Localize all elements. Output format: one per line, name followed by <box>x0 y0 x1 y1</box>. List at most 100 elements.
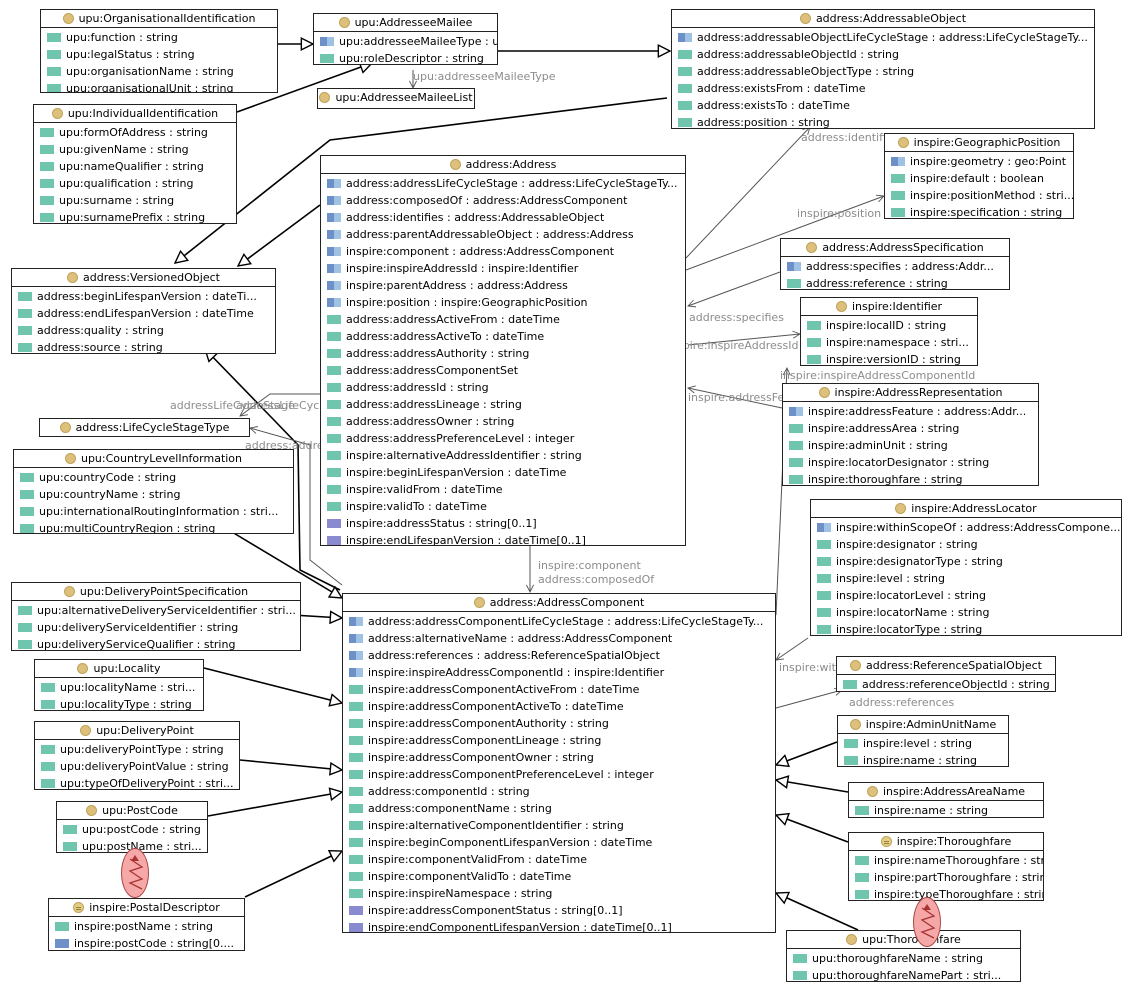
attribute[interactable]: upu:surnamePrefix : string <box>34 209 236 223</box>
attribute[interactable]: inspire:beginLifespanVersion : dateTime <box>321 464 685 481</box>
attribute[interactable]: upu:thoroughfareNamePart : stri... <box>787 967 1020 981</box>
class-addressee-mailee[interactable]: upu:AddresseeMailee upu:addresseeMaileeT… <box>313 13 498 65</box>
attribute[interactable]: address:alternativeName : address:Addres… <box>343 630 775 647</box>
attribute[interactable]: upu:deliveryPointType : string <box>35 741 239 758</box>
attribute[interactable]: inspire:componentValidTo : dateTime <box>343 868 775 885</box>
attribute[interactable]: address:position : string <box>672 114 1094 128</box>
attribute[interactable]: address:addressId : string <box>321 379 685 396</box>
attribute[interactable]: address:addressActiveTo : dateTime <box>321 328 685 345</box>
attribute[interactable]: inspire:nameThoroughfare : stri... <box>849 852 1043 869</box>
class-identifier[interactable]: inspire:Identifier inspire:localID : str… <box>800 297 978 366</box>
attribute[interactable]: inspire:inspireAddressComponentId : insp… <box>343 664 775 681</box>
attribute[interactable]: inspire:addressFeature : address:Addr... <box>783 403 1038 420</box>
class-address-specification[interactable]: address:AddressSpecification address:spe… <box>780 238 1010 290</box>
attribute[interactable]: inspire:name : string <box>849 802 1043 817</box>
attribute[interactable]: inspire:addressStatus : string[0..1] <box>321 515 685 532</box>
attribute[interactable]: inspire:addressComponentAuthority : stri… <box>343 715 775 732</box>
attribute[interactable]: inspire:default : boolean <box>885 170 1073 187</box>
attribute[interactable]: inspire:inspireNamespace : string <box>343 885 775 902</box>
attribute[interactable]: inspire:addressArea : string <box>783 420 1038 437</box>
class-addressable-object[interactable]: address:AddressableObject address:addres… <box>671 9 1095 129</box>
attribute[interactable]: inspire:thoroughfare : string <box>783 471 1038 485</box>
attribute[interactable]: inspire:componentValidFrom : dateTime <box>343 851 775 868</box>
class-address-representation[interactable]: inspire:AddressRepresentation inspire:ad… <box>782 383 1039 486</box>
attribute[interactable]: address:addressableObjectId : string <box>672 46 1094 63</box>
attribute[interactable]: inspire:namespace : stri... <box>801 334 977 351</box>
attribute[interactable]: upu:deliveryPointValue : string <box>35 758 239 775</box>
attribute[interactable]: address:addressComponentSet <box>321 362 685 379</box>
attribute[interactable]: upu:addresseeMaileeType : upu:AddresseeM… <box>314 33 497 50</box>
class-geographic-position[interactable]: inspire:GeographicPosition inspire:geome… <box>884 133 1074 219</box>
attribute[interactable]: upu:thoroughfareName : string <box>787 950 1020 967</box>
attribute[interactable]: address:endLifespanVersion : dateTime <box>12 305 275 322</box>
class-delivery-point-specification[interactable]: upu:DeliveryPointSpecification upu:alter… <box>11 582 301 651</box>
attribute[interactable]: address:addressLifeCycleStage : address:… <box>321 175 685 192</box>
attribute[interactable]: address:addressableObjectType : string <box>672 63 1094 80</box>
attribute[interactable]: upu:legalStatus : string <box>41 46 277 63</box>
attribute[interactable]: inspire:addressComponentLineage : string <box>343 732 775 749</box>
attribute[interactable]: upu:postName : stri... <box>57 838 207 852</box>
attribute[interactable]: inspire:specification : string <box>885 204 1073 218</box>
attribute[interactable]: address:addressOwner : string <box>321 413 685 430</box>
attribute[interactable]: inspire:typeThoroughfare : string <box>849 886 1043 900</box>
attribute[interactable]: inspire:validFrom : dateTime <box>321 481 685 498</box>
attribute[interactable]: inspire:beginComponentLifespanVersion : … <box>343 834 775 851</box>
attribute[interactable]: upu:roleDescriptor : string <box>314 50 497 64</box>
attribute[interactable]: inspire:endLifespanVersion : dateTime[0.… <box>321 532 685 545</box>
attribute[interactable]: inspire:locatorLevel : string <box>811 587 1121 604</box>
attribute[interactable]: inspire:withinScopeOf : address:AddressC… <box>811 519 1121 536</box>
attribute[interactable]: address:referenceObjectId : string <box>837 676 1055 691</box>
attribute[interactable]: inspire:addressComponentStatus : string[… <box>343 902 775 919</box>
attribute[interactable]: upu:qualification : string <box>34 175 236 192</box>
class-versioned-object[interactable]: address:VersionedObject address:beginLif… <box>11 268 276 354</box>
attribute[interactable]: inspire:alternativeAddressIdentifier : s… <box>321 447 685 464</box>
attribute[interactable]: inspire:addressComponentPreferenceLevel … <box>343 766 775 783</box>
attribute[interactable]: upu:givenName : string <box>34 141 236 158</box>
class-delivery-point[interactable]: upu:DeliveryPoint upu:deliveryPointType … <box>34 721 240 790</box>
attribute[interactable]: inspire:endComponentLifespanVersion : da… <box>343 919 775 932</box>
attribute[interactable]: inspire:addressComponentActiveTo : dateT… <box>343 698 775 715</box>
class-inspire-thoroughfare[interactable]: inspire:Thoroughfare inspire:nameThoroug… <box>848 832 1044 901</box>
class-individual-identification[interactable]: upu:IndividualIdentification upu:formOfA… <box>33 104 237 224</box>
class-postal-descriptor[interactable]: inspire:PostalDescriptor inspire:postNam… <box>48 898 245 951</box>
attribute[interactable]: address:existsTo : dateTime <box>672 97 1094 114</box>
class-addressee-mailee-list[interactable]: upu:AddresseeMaileeList <box>317 88 475 109</box>
class-post-code[interactable]: upu:PostCode upu:postCode : string upu:p… <box>56 801 208 853</box>
class-lifecycle-stage-type[interactable]: address:LifeCycleStageType <box>39 418 250 437</box>
attribute[interactable]: upu:countryCode : string <box>14 469 293 486</box>
attribute[interactable]: inspire:locatorDesignator : string <box>783 454 1038 471</box>
attribute[interactable]: inspire:level : string <box>838 735 1008 752</box>
attribute[interactable]: upu:nameQualifier : string <box>34 158 236 175</box>
attribute[interactable]: upu:postCode : string <box>57 821 207 838</box>
attribute[interactable]: upu:multiCountryRegion : string <box>14 520 293 533</box>
class-address[interactable]: address:Address address:addressLifeCycle… <box>320 155 686 546</box>
class-upu-thoroughfare[interactable]: upu:Thoroughfare upu:thoroughfareName : … <box>786 930 1021 982</box>
attribute[interactable]: inspire:partThoroughfare : string <box>849 869 1043 886</box>
attribute[interactable]: upu:deliveryServiceIdentifier : string <box>12 619 300 636</box>
attribute[interactable]: inspire:addressComponentActiveFrom : dat… <box>343 681 775 698</box>
attribute[interactable]: upu:typeOfDeliveryPoint : stri... <box>35 775 239 789</box>
attribute[interactable]: address:source : string <box>12 339 275 353</box>
attribute[interactable]: address:quality : string <box>12 322 275 339</box>
attribute[interactable]: upu:localityType : string <box>35 696 203 710</box>
class-address-locator[interactable]: inspire:AddressLocator inspire:withinSco… <box>810 499 1122 636</box>
attribute[interactable]: upu:alternativeDeliveryServiceIdentifier… <box>12 602 300 619</box>
attribute[interactable]: inspire:level : string <box>811 570 1121 587</box>
class-admin-unit-name[interactable]: inspire:AdminUnitName inspire:level : st… <box>837 715 1009 767</box>
attribute[interactable]: upu:surname : string <box>34 192 236 209</box>
attribute[interactable]: address:componentName : string <box>343 800 775 817</box>
attribute[interactable]: inspire:addressComponentOwner : string <box>343 749 775 766</box>
attribute[interactable]: address:addressAuthority : string <box>321 345 685 362</box>
attribute[interactable]: address:componentId : string <box>343 783 775 800</box>
attribute[interactable]: inspire:name : string <box>838 752 1008 766</box>
attribute[interactable]: upu:countryName : string <box>14 486 293 503</box>
attribute[interactable]: upu:organisationalUnit : string <box>41 80 277 92</box>
attribute[interactable]: inspire:designatorType : string <box>811 553 1121 570</box>
class-locality[interactable]: upu:Locality upu:localityName : stri... … <box>34 659 204 711</box>
attribute[interactable]: upu:localityName : stri... <box>35 679 203 696</box>
class-address-component[interactable]: address:AddressComponent address:address… <box>342 593 776 933</box>
attribute[interactable]: inspire:component : address:AddressCompo… <box>321 243 685 260</box>
attribute[interactable]: address:addressLineage : string <box>321 396 685 413</box>
attribute[interactable]: inspire:geometry : geo:Point <box>885 153 1073 170</box>
attribute[interactable]: inspire:inspireAddressId : inspire:Ident… <box>321 260 685 277</box>
